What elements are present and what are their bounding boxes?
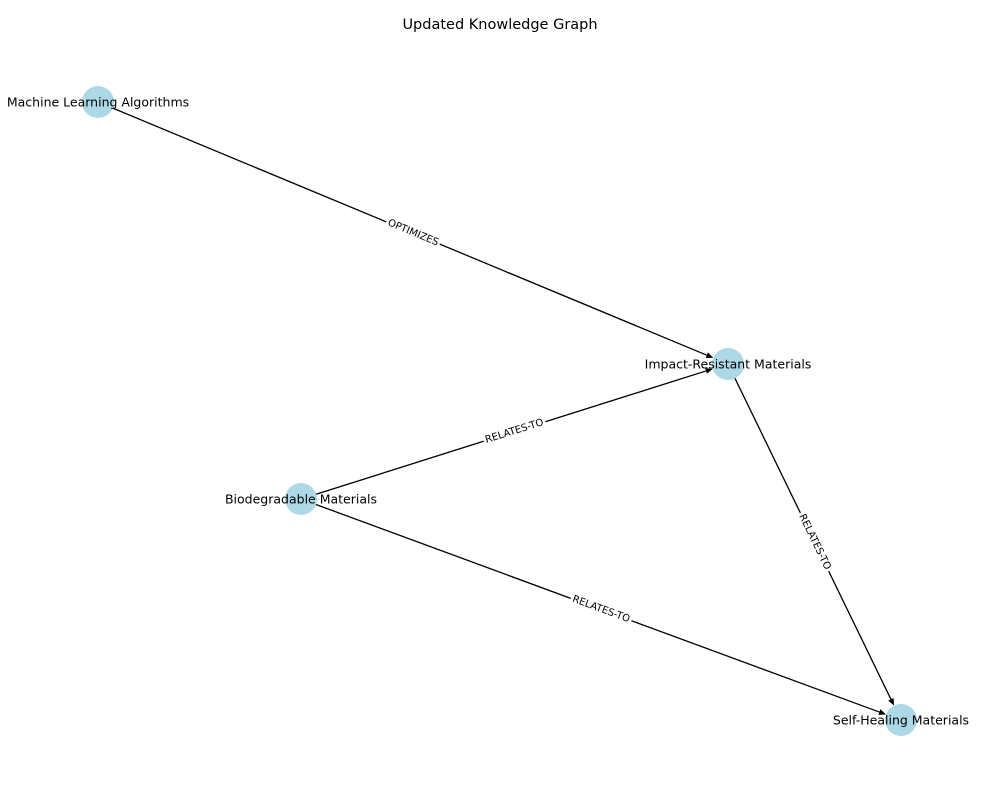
edge-arrowhead <box>878 709 886 715</box>
node-label-ml: Machine Learning Algorithms <box>7 95 189 110</box>
edges-layer <box>97 101 895 715</box>
edge-label-text: RELATES-TO <box>796 512 832 571</box>
node-bio <box>285 483 317 515</box>
edge-label: RELATES-TO <box>794 510 835 574</box>
edge-label: RELATES-TO <box>481 415 548 448</box>
nodes-layer <box>82 86 917 736</box>
node-self <box>885 704 917 736</box>
node-impact <box>712 348 744 380</box>
edge-label-background <box>481 415 548 448</box>
edge-arrowhead <box>705 368 713 374</box>
edge-label-background <box>568 592 634 627</box>
edge-label: OPTIMIZES <box>383 215 443 251</box>
node-ml <box>82 86 114 118</box>
edge-label-text: OPTIMIZES <box>386 218 440 249</box>
edge-arrowhead <box>888 698 895 706</box>
node-label-impact: Impact-Resistant Materials <box>645 357 812 372</box>
node-label-bio: Biodegradable Materials <box>225 492 377 507</box>
graph-title: Updated Knowledge Graph <box>402 17 597 33</box>
node-label-self: Self-Healing Materials <box>833 713 969 728</box>
edge-label-text: RELATES-TO <box>571 594 632 625</box>
edge-labels-layer: OPTIMIZES RELATES-TO RELATES-TO RELATES-TO <box>383 215 835 627</box>
edge-arrowhead <box>705 352 714 358</box>
edge-label-background <box>794 510 835 574</box>
edge-label: RELATES-TO <box>568 592 634 627</box>
labels-layer: Machine Learning AlgorithmsImpact-Resist… <box>7 95 969 728</box>
edge-label-background <box>383 215 443 251</box>
